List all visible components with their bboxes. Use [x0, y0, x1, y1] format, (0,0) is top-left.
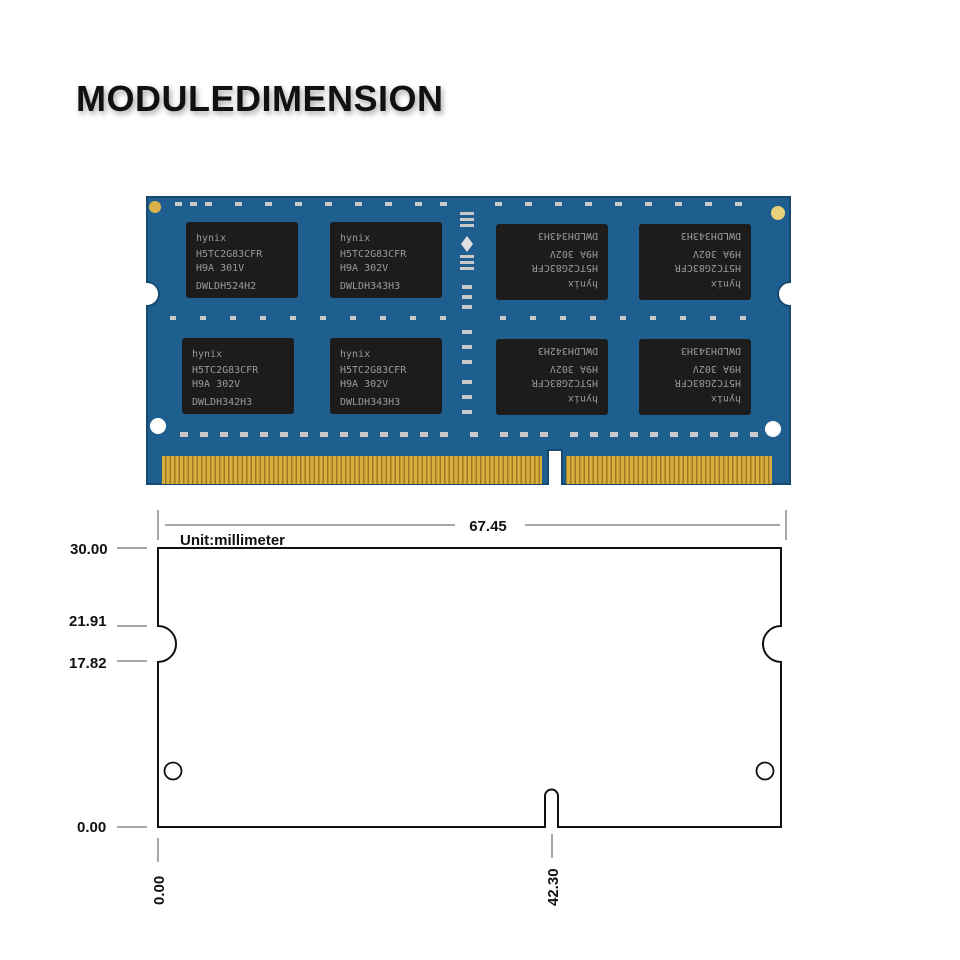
smd-components-top: [175, 202, 742, 206]
ram-pcb: [146, 196, 791, 485]
chip-lot: DWLDH343H3: [538, 230, 598, 241]
chip-brand: hynix: [711, 393, 741, 404]
chip-lot: DWLDH342H3: [538, 345, 598, 356]
chip-brand: hynix: [192, 349, 222, 360]
chip-lot: DWLDH343H3: [681, 345, 741, 356]
chip-lot: DWLDH343H3: [340, 281, 400, 292]
chip-code: H9A 301V: [196, 263, 244, 274]
chip-lot: DWLDH343H3: [340, 397, 400, 408]
y-label-21-91: 21.91: [69, 613, 107, 630]
chip-code: H9A 302V: [693, 363, 741, 374]
module-outline: [157, 547, 782, 828]
chip-brand: hynix: [340, 349, 370, 360]
gold-pins-left: [162, 456, 542, 484]
memory-chip: hynix H5TC2G83CFR H9A 302V DWLDH343H3: [639, 339, 751, 415]
memory-chip: hynix H5TC2G83CFR H9A 301V DWLDH524H2: [186, 222, 298, 298]
mounting-hole-left: [163, 761, 183, 781]
y-label-0: 0.00: [77, 819, 106, 836]
smd-components-bottom: [180, 432, 758, 437]
memory-chip: hynix H5TC2G83CFR H9A 302V DWLDH343H3: [639, 224, 751, 300]
smd-components-center: [460, 212, 474, 414]
chip-brand: hynix: [711, 278, 741, 289]
chip-code: H9A 302V: [550, 363, 598, 374]
chip-code: H9A 302V: [693, 248, 741, 259]
chip-lot: DWLDH343H3: [681, 230, 741, 241]
memory-chip: hynix H5TC2G83CFR H9A 302V DWLDH342H3: [496, 339, 608, 415]
chip-code: H9A 302V: [192, 379, 240, 390]
width-dimension-label: 67.45: [469, 518, 507, 535]
x-label-0: 0.00: [151, 876, 168, 905]
memory-chip: hynix H5TC2G83CFR H9A 302V DWLDH343H3: [330, 338, 442, 414]
chip-brand: hynix: [340, 233, 370, 244]
unit-label: Unit:millimeter: [180, 532, 285, 549]
x-label-42-30: 42.30: [545, 868, 562, 906]
chip-lot: DWLDH524H2: [196, 281, 256, 292]
chip-code: H9A 302V: [550, 248, 598, 259]
smd-components-middle: [170, 316, 746, 320]
chip-part: H5TC2G83CFR: [531, 377, 598, 388]
chip-part: H5TC2G83CFR: [196, 249, 263, 260]
y-label-17-82: 17.82: [69, 655, 107, 672]
chip-brand: hynix: [196, 233, 226, 244]
chip-part: H5TC2G83CFR: [340, 365, 407, 376]
chip-part: H5TC2G83CFR: [531, 262, 598, 273]
chip-brand: hynix: [568, 393, 598, 404]
chip-part: H5TC2G83CFR: [674, 377, 741, 388]
chip-code: H9A 302V: [340, 379, 388, 390]
page-title: MODULEDIMENSION: [76, 78, 444, 119]
chip-brand: hynix: [568, 278, 598, 289]
memory-chip: hynix H5TC2G83CFR H9A 302V DWLDH343H3: [330, 222, 442, 298]
chip-part: H5TC2G83CFR: [674, 262, 741, 273]
chip-part: H5TC2G83CFR: [192, 365, 259, 376]
mounting-hole-right: [755, 761, 775, 781]
memory-chip: hynix H5TC2G83CFR H9A 302V DWLDH343H3: [496, 224, 608, 300]
chip-code: H9A 302V: [340, 263, 388, 274]
gold-pins-right: [566, 456, 772, 484]
chip-part: H5TC2G83CFR: [340, 249, 407, 260]
chip-lot: DWLDH342H3: [192, 397, 252, 408]
memory-chip: hynix H5TC2G83CFR H9A 302V DWLDH342H3: [182, 338, 294, 414]
y-label-30: 30.00: [70, 541, 108, 558]
